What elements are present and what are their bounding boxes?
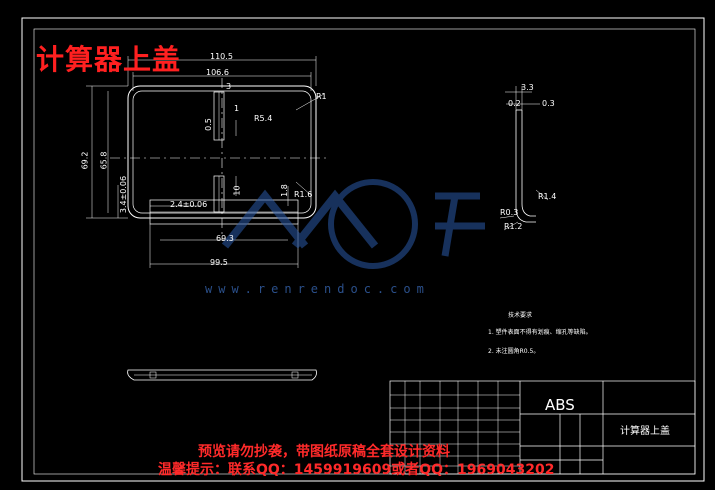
dim-d05: 0.5 [203, 118, 213, 131]
dim-r5: R5.4 [254, 114, 273, 123]
dim-bottom-width: 99.5 [210, 258, 228, 267]
title-block [389, 380, 696, 475]
dim-d34: 3.4±0.06 [119, 175, 129, 214]
dim-d18: 1.8 [279, 184, 289, 197]
dim-tolerance: 2.4±0.06 [170, 200, 208, 209]
drawing-title: 计算器上盖 [36, 43, 182, 76]
dim-r1: R1 [316, 92, 327, 101]
outer-frame [21, 17, 705, 482]
notes-item-2: 2. 未注圆角R0.5。 [488, 348, 540, 355]
dim-r16: R1.6 [294, 190, 313, 199]
dim-side-top: 3.3 [521, 83, 534, 92]
dim-d1: 1 [234, 104, 240, 113]
dim-top-width: 110.5 [210, 52, 233, 61]
main-view [86, 56, 330, 268]
notes-heading: 技术要求 [508, 312, 533, 319]
section-view [127, 369, 317, 381]
dim-d10: 10 [232, 185, 242, 196]
watermark-logo-icon [221, 179, 485, 269]
dim-side-r12: R1.2 [504, 222, 523, 231]
dim-side-r03: R0.3 [500, 208, 519, 217]
dim-inner-bottom: 69.3 [216, 234, 234, 243]
part-name-label: 计算器上盖 [620, 426, 670, 437]
watermark-url: www.renrendoc.com [205, 282, 430, 296]
watermark-line-2: 温馨提示：联系QQ：1459919609或者QQ：1969043202 [158, 462, 555, 478]
dim-left-height: 69.2 [80, 151, 90, 170]
dim-side-03: 0.3 [542, 99, 555, 108]
watermark-line-1: 预览请勿抄袭，带图纸原稿全套设计资料 [198, 444, 450, 460]
dim-inner-width: 106.6 [206, 68, 229, 77]
dim-side-02: 0.2 [508, 99, 521, 108]
dim-d3: 3 [226, 82, 232, 91]
material-label: ABS [545, 396, 575, 414]
side-view [499, 86, 549, 231]
notes-item-1: 1. 塑件表面不得有划痕、缩孔等缺陷。 [488, 329, 592, 336]
dim-side-r14: R1.4 [538, 192, 557, 201]
inner-frame [33, 28, 696, 475]
dim-inner-height: 65.8 [99, 151, 109, 170]
